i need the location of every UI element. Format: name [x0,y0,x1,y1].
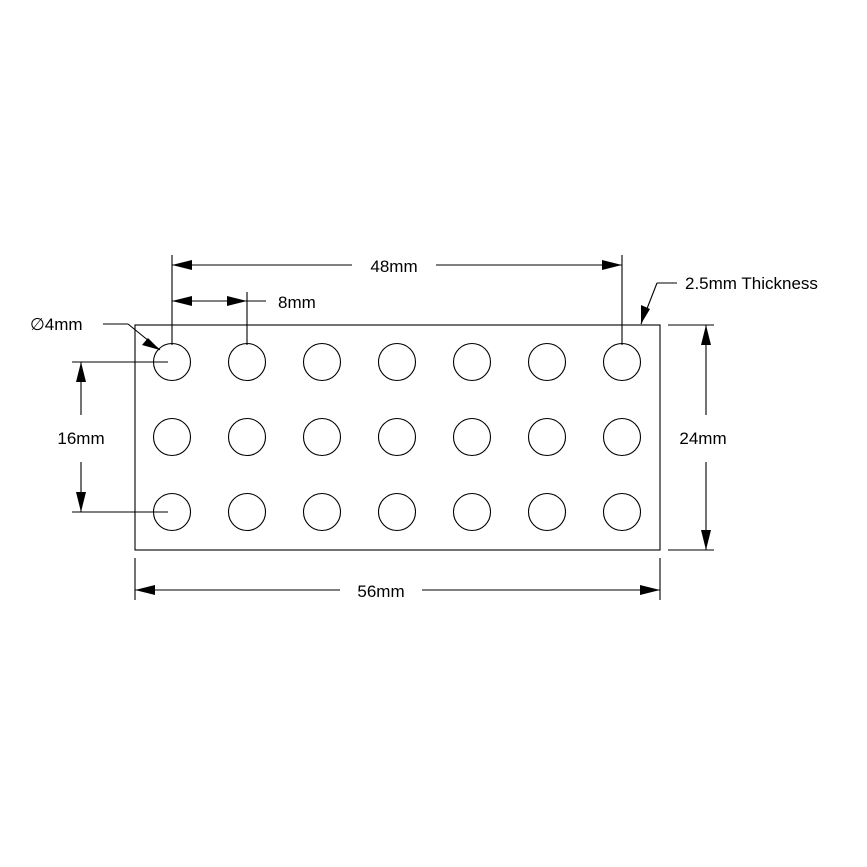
hole [527,342,567,382]
hole [452,417,492,457]
hole [227,342,267,382]
hole [227,492,267,532]
hole [377,417,417,457]
hole-span-label: 48mm [370,257,417,276]
dimension-hole-diameter: ∅4mm [30,315,161,351]
row-span-label: 16mm [57,429,104,448]
thickness-label: 2.5mm Thickness [685,274,818,293]
hole [377,492,417,532]
hole [302,492,342,532]
dimension-overall-width: 56mm [134,558,661,601]
hole [377,342,417,382]
hole [302,342,342,382]
plate-outline [134,324,661,551]
hole-pitch-label: 8mm [278,293,316,312]
hole-diameter-label: ∅4mm [30,315,83,334]
dimension-hole-pitch: 8mm [172,292,316,345]
hole-grid [152,342,642,532]
hole [452,342,492,382]
dimension-hole-span: 48mm [171,255,623,345]
hole [452,492,492,532]
hole [602,417,642,457]
hole [527,417,567,457]
hole [302,417,342,457]
hole [152,417,192,457]
dimension-row-span: 16mm [57,361,168,513]
hole [227,417,267,457]
dimension-thickness: 2.5mm Thickness [640,274,818,325]
dimension-overall-height: 24mm [668,324,727,551]
hole [527,492,567,532]
hole [602,492,642,532]
overall-width-label: 56mm [357,582,404,601]
hole [602,342,642,382]
overall-height-label: 24mm [679,429,726,448]
